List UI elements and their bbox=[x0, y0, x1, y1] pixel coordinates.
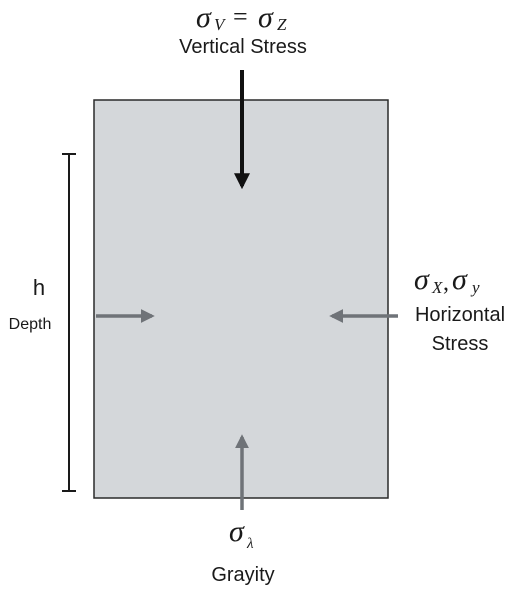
depth-label: Depth bbox=[9, 316, 52, 333]
sigma-v-subscript: V bbox=[214, 15, 227, 34]
depth-bracket bbox=[62, 153, 76, 492]
sigma-z-symbol: σ bbox=[258, 1, 274, 34]
gravity-label: Grayity bbox=[211, 564, 274, 586]
horizontal-stress-formula: σ X , σ y bbox=[414, 263, 480, 297]
sigma-lambda-symbol: σ bbox=[229, 515, 245, 548]
sigma-x-subscript: X bbox=[431, 278, 443, 297]
sigma-y-symbol: σ bbox=[452, 263, 468, 296]
sigma-x-symbol: σ bbox=[414, 263, 430, 296]
depth-label-background bbox=[18, 268, 60, 338]
sigma-z-subscript: Z bbox=[277, 15, 287, 34]
vertical-stress-formula: σ V = σ Z bbox=[196, 1, 287, 34]
equals-sign: = bbox=[233, 2, 248, 31]
sigma-lambda-subscript: λ bbox=[246, 536, 254, 552]
horizontal-stress-label-line1: Horizontal bbox=[415, 304, 505, 326]
comma: , bbox=[443, 270, 449, 296]
depth-symbol: h bbox=[33, 275, 45, 300]
sigma-y-subscript: y bbox=[470, 278, 480, 297]
horizontal-stress-label-line2: Stress bbox=[432, 333, 489, 355]
gravity-formula: σ λ bbox=[229, 515, 254, 552]
vertical-stress-label: Vertical Stress bbox=[179, 36, 307, 58]
sigma-v-symbol: σ bbox=[196, 1, 212, 34]
